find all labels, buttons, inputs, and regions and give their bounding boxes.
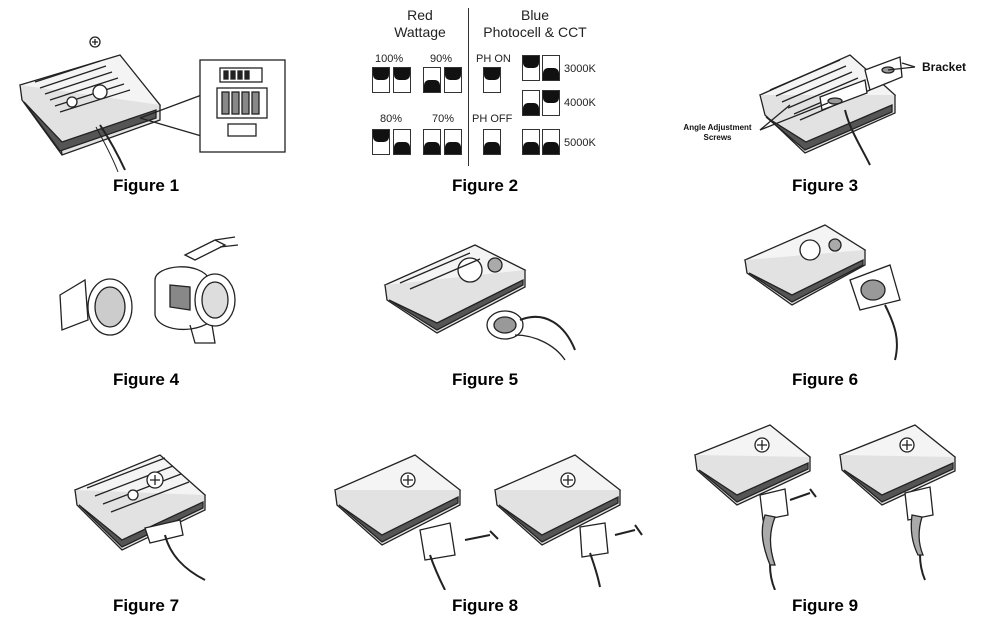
figure-6-caption: Figure 6 [791, 370, 859, 389]
dip-switch [444, 129, 462, 155]
figure-3-caption: Figure 3 [791, 176, 859, 195]
figure-5-caption: Figure 5 [451, 370, 519, 389]
blue-photocell-heading: Blue Photocell & CCT [475, 7, 595, 41]
dip-switch [522, 90, 540, 116]
wattage-label-100: 100% [375, 53, 404, 65]
photocell-label-on: PH ON [476, 53, 511, 65]
figure-5-illustration [375, 225, 605, 365]
dip-switch [542, 129, 560, 155]
dip-switch [522, 129, 540, 155]
figure-1-caption: Figure 1 [112, 176, 180, 195]
figure-9-caption: Figure 9 [791, 596, 859, 615]
angle-screws-line2: Screws [703, 133, 732, 142]
dip-switch [542, 90, 560, 116]
figure-7-caption: Figure 7 [112, 596, 180, 615]
figure-2-caption: Figure 2 [451, 176, 519, 195]
panel-divider [468, 8, 469, 166]
dip-switch [522, 55, 540, 81]
figure-2-switch-chart: Red Wattage Blue Photocell & CCT 100% 90… [355, 0, 615, 170]
blue-heading-line1: Blue [520, 7, 550, 23]
wattage-label-90: 90% [430, 53, 453, 65]
dip-switch [393, 67, 411, 93]
wattage-label-80: 80% [380, 113, 403, 125]
figure-6-illustration [735, 215, 935, 365]
figure-4-caption: Figure 4 [112, 370, 180, 389]
dip-switch [372, 129, 390, 155]
figure-3-illustration: Bracket Angle Adjustment Screws [670, 35, 980, 175]
dip-switch [483, 129, 501, 155]
dip-switch [542, 55, 560, 81]
photocell-label-off: PH OFF [472, 113, 513, 125]
figure-8-caption: Figure 8 [451, 596, 519, 615]
angle-screws-callout: Angle Adjustment Screws [670, 123, 765, 143]
figure-7-illustration [65, 440, 235, 590]
cct-label-5000k: 5000K [564, 137, 596, 149]
dip-switch [423, 129, 441, 155]
blue-heading-line2: Photocell & CCT [483, 24, 587, 40]
wattage-label-70: 70% [432, 113, 455, 125]
red-heading-line1: Red [407, 7, 433, 23]
angle-screws-line1: Angle Adjustment [683, 123, 752, 132]
figure-9-illustration [690, 415, 980, 591]
figure-1-illustration [0, 30, 300, 180]
figure-8-illustration [330, 445, 650, 591]
cct-label-4000k: 4000K [564, 97, 596, 109]
dip-switch [423, 67, 441, 93]
dip-switch [444, 67, 462, 93]
dip-switch [372, 67, 390, 93]
cct-label-3000k: 3000K [564, 63, 596, 75]
red-heading-line2: Wattage [394, 24, 446, 40]
dip-switch [393, 129, 411, 155]
figure-4-illustration [40, 225, 260, 355]
bracket-callout: Bracket [922, 60, 967, 74]
dip-switch [483, 67, 501, 93]
red-wattage-heading: Red Wattage [375, 7, 465, 41]
